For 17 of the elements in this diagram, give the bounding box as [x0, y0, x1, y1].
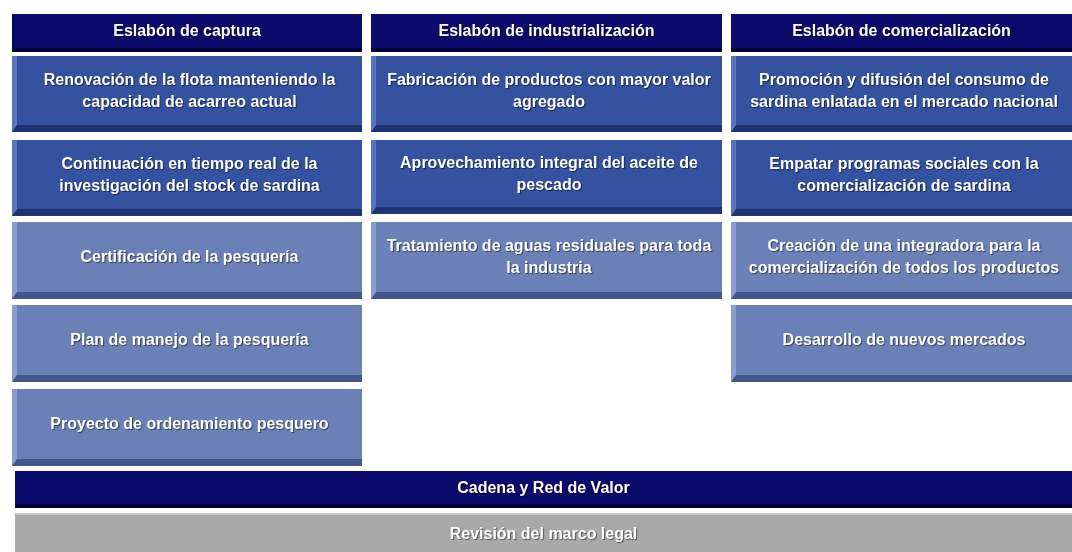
task-box: Continuación en tiempo real de la investigación del stock de sardina — [12, 140, 362, 216]
foundation-bar: Cadena y Red de Valor — [15, 471, 1072, 508]
task-box: Proyecto de ordenamiento pesquero — [12, 389, 362, 466]
task-box: Desarrollo de nuevos mercados — [731, 305, 1072, 382]
column-header: Eslabón de captura — [12, 14, 362, 52]
task-box: Fabricación de productos con mayor valor agregado — [371, 56, 722, 132]
task-box: Plan de manejo de la pesquería — [12, 305, 362, 382]
task-box: Renovación de la flota manteniendo la capacidad de acarreo actual — [12, 56, 362, 132]
column-header: Eslabón de comercialización — [731, 14, 1072, 52]
task-box: Aprovechamiento integral del aceite de pescado — [371, 140, 722, 214]
task-box: Empatar programas sociales con la comercialización de sardina — [731, 140, 1072, 216]
column-header: Eslabón de industrialización — [371, 14, 722, 52]
foundation-bar: Revisión del marco legal — [15, 513, 1072, 552]
task-box: Creación de una integradora para la comercialización de todos los productos — [731, 222, 1072, 299]
task-box: Certificación de la pesquería — [12, 222, 362, 299]
task-box: Tratamiento de aguas residuales para toda la industria — [371, 222, 722, 299]
task-box: Promoción y difusión del consumo de sardina enlatada en el mercado nacional — [731, 56, 1072, 132]
